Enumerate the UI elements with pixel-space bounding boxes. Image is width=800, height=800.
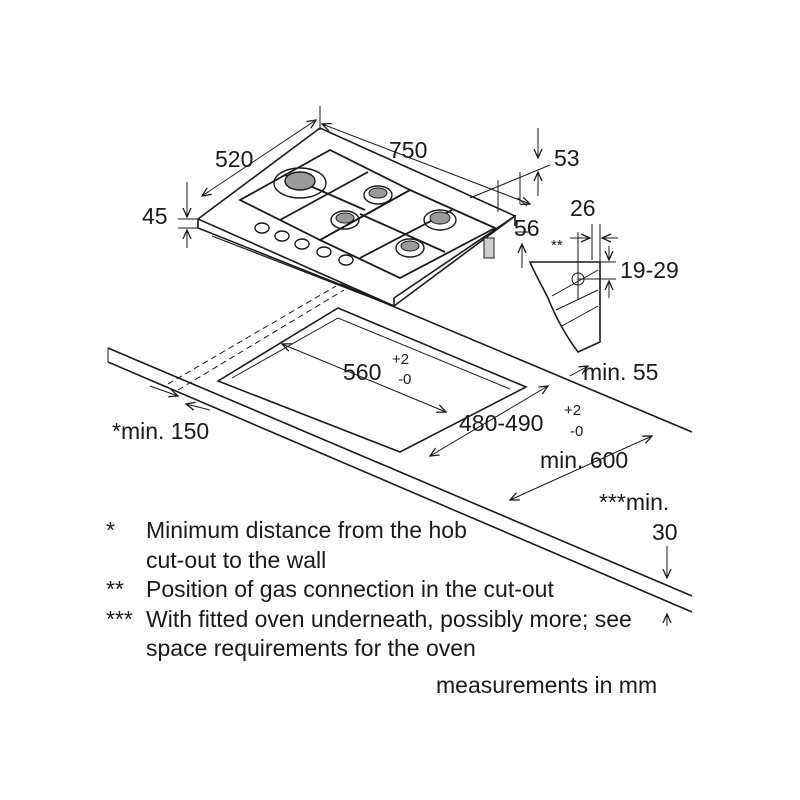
footnote-text: Position of gas connection in the cut-ou… [146,576,554,602]
oven-clearance-label: ***min. [599,489,669,515]
hob-depth-label: 520 [215,146,253,172]
worktop-min-thickness-label: min. 55 [583,359,658,385]
footnotes: * Minimum distance from the hob cut-out … [106,516,706,664]
cutout-width-tol-plus: +2 [392,351,409,368]
wall-distance-label: *min. 150 [112,418,209,444]
cutout-width-label: 560 [343,359,381,385]
footnote-text: Minimum distance from the hob cut-out to… [146,517,467,573]
oven-clearance-value: 30 [652,519,678,545]
footnote-mark: ** [106,576,124,602]
cutout-depth-tol-minus: -0 [570,423,583,440]
gas-connection-detail [528,224,618,377]
hob-height-label: 45 [142,203,168,229]
gas-conn-horizontal-label: 26 [570,195,596,221]
cutout-depth-label: 480-490 [459,410,543,436]
units-note: measurements in mm [436,672,658,698]
footnote-mark: *** [106,605,133,632]
gas-conn-vertical-label: 19-29 [620,257,679,283]
gas-conn-marker: ** [551,237,563,254]
footnote-3: *** With fitted oven underneath, possibl… [106,605,706,664]
worktop [107,283,693,626]
footnote-1: * Minimum distance from the hob cut-out … [106,516,706,575]
side-offset-label: 56 [514,215,540,241]
footnote-text: With fitted oven underneath, possibly mo… [146,605,632,662]
top-offset-label: 53 [554,145,580,171]
hob-width-label: 750 [389,137,427,163]
footnote-2: ** Position of gas connection in the cut… [106,575,706,605]
cutout-width-tol-minus: -0 [398,371,411,388]
footnote-mark: * [106,517,115,543]
cutout-depth-tol-plus: +2 [564,402,581,419]
hob-dimension-lines [178,106,551,268]
worktop-min-depth-label: min. 600 [540,447,628,473]
